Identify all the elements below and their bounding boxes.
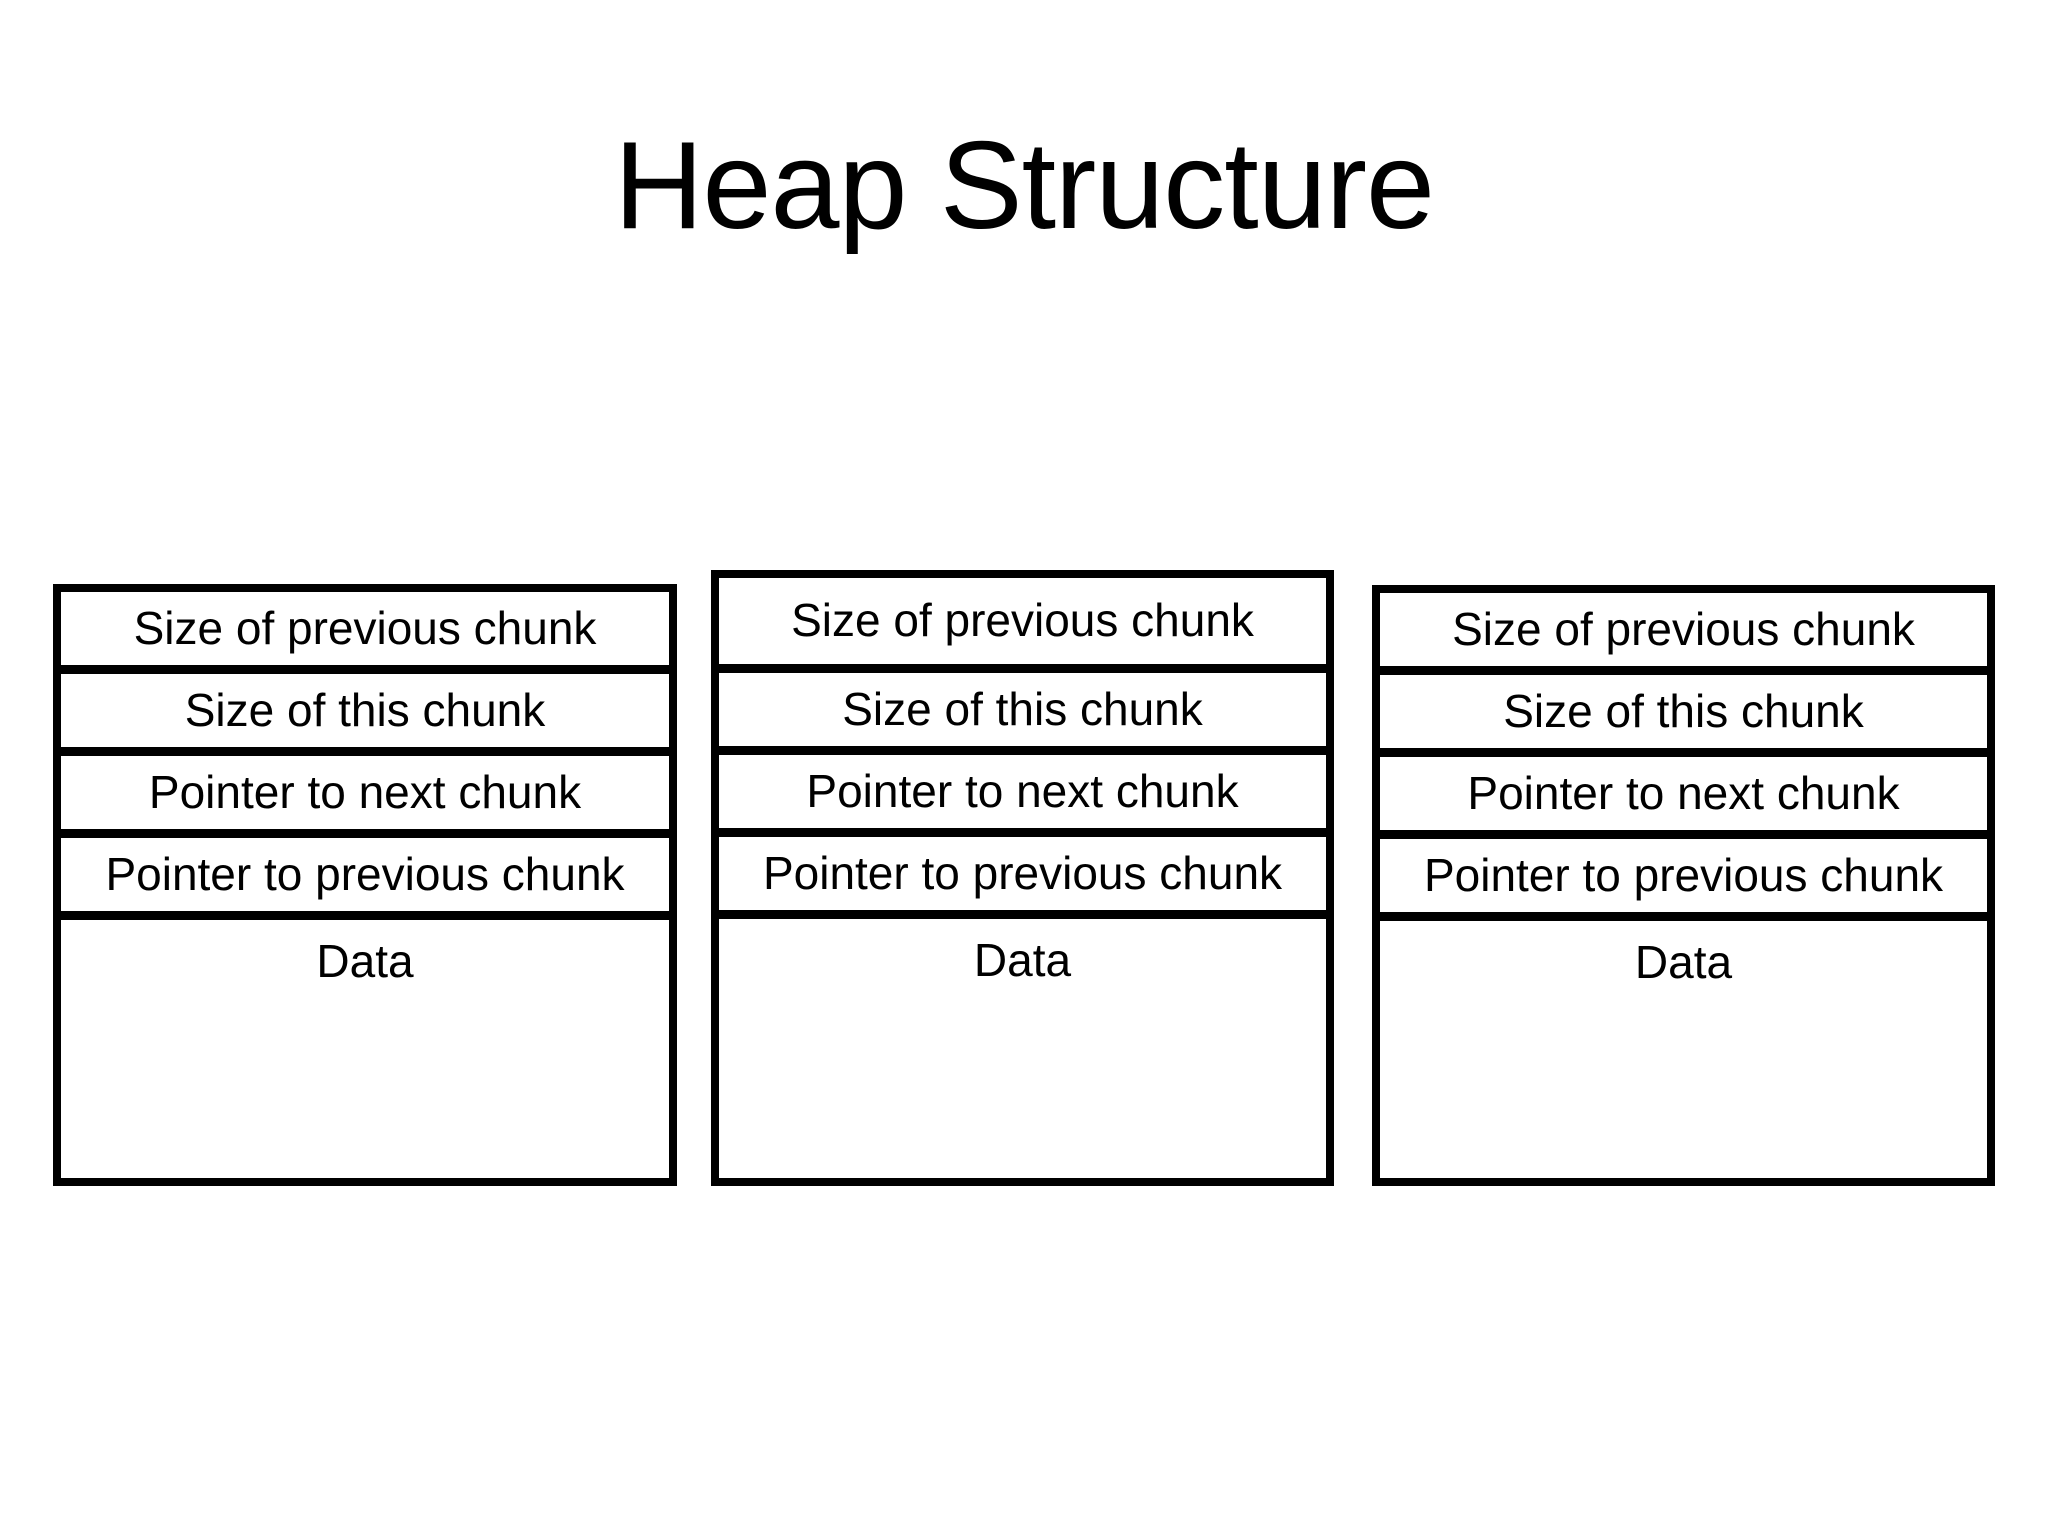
field-size-of-this-chunk: Size of this chunk xyxy=(719,673,1326,755)
field-pointer-to-previous-chunk: Pointer to previous chunk xyxy=(1380,839,1987,921)
field-size-of-previous-chunk: Size of previous chunk xyxy=(1380,593,1987,675)
heap-chunk-3: Size of previous chunk Size of this chun… xyxy=(1372,585,1995,1186)
field-size-of-previous-chunk: Size of previous chunk xyxy=(61,592,669,674)
field-size-of-this-chunk: Size of this chunk xyxy=(61,674,669,756)
field-data: Data xyxy=(973,934,1072,986)
field-data: Data xyxy=(1634,936,1733,988)
heap-chunk-1: Size of previous chunk Size of this chun… xyxy=(53,584,677,1186)
field-pointer-to-previous-chunk: Pointer to previous chunk xyxy=(61,838,669,920)
field-size-of-this-chunk: Size of this chunk xyxy=(1380,675,1987,757)
field-pointer-to-next-chunk: Pointer to next chunk xyxy=(719,755,1326,837)
field-pointer-to-previous-chunk: Pointer to previous chunk xyxy=(719,837,1326,919)
field-size-of-previous-chunk: Size of previous chunk xyxy=(719,578,1326,673)
field-pointer-to-next-chunk: Pointer to next chunk xyxy=(1380,757,1987,839)
slide-title: Heap Structure xyxy=(614,117,1435,255)
heap-chunk-2: Size of previous chunk Size of this chun… xyxy=(711,570,1334,1186)
field-data: Data xyxy=(316,935,414,987)
field-pointer-to-next-chunk: Pointer to next chunk xyxy=(61,756,669,838)
